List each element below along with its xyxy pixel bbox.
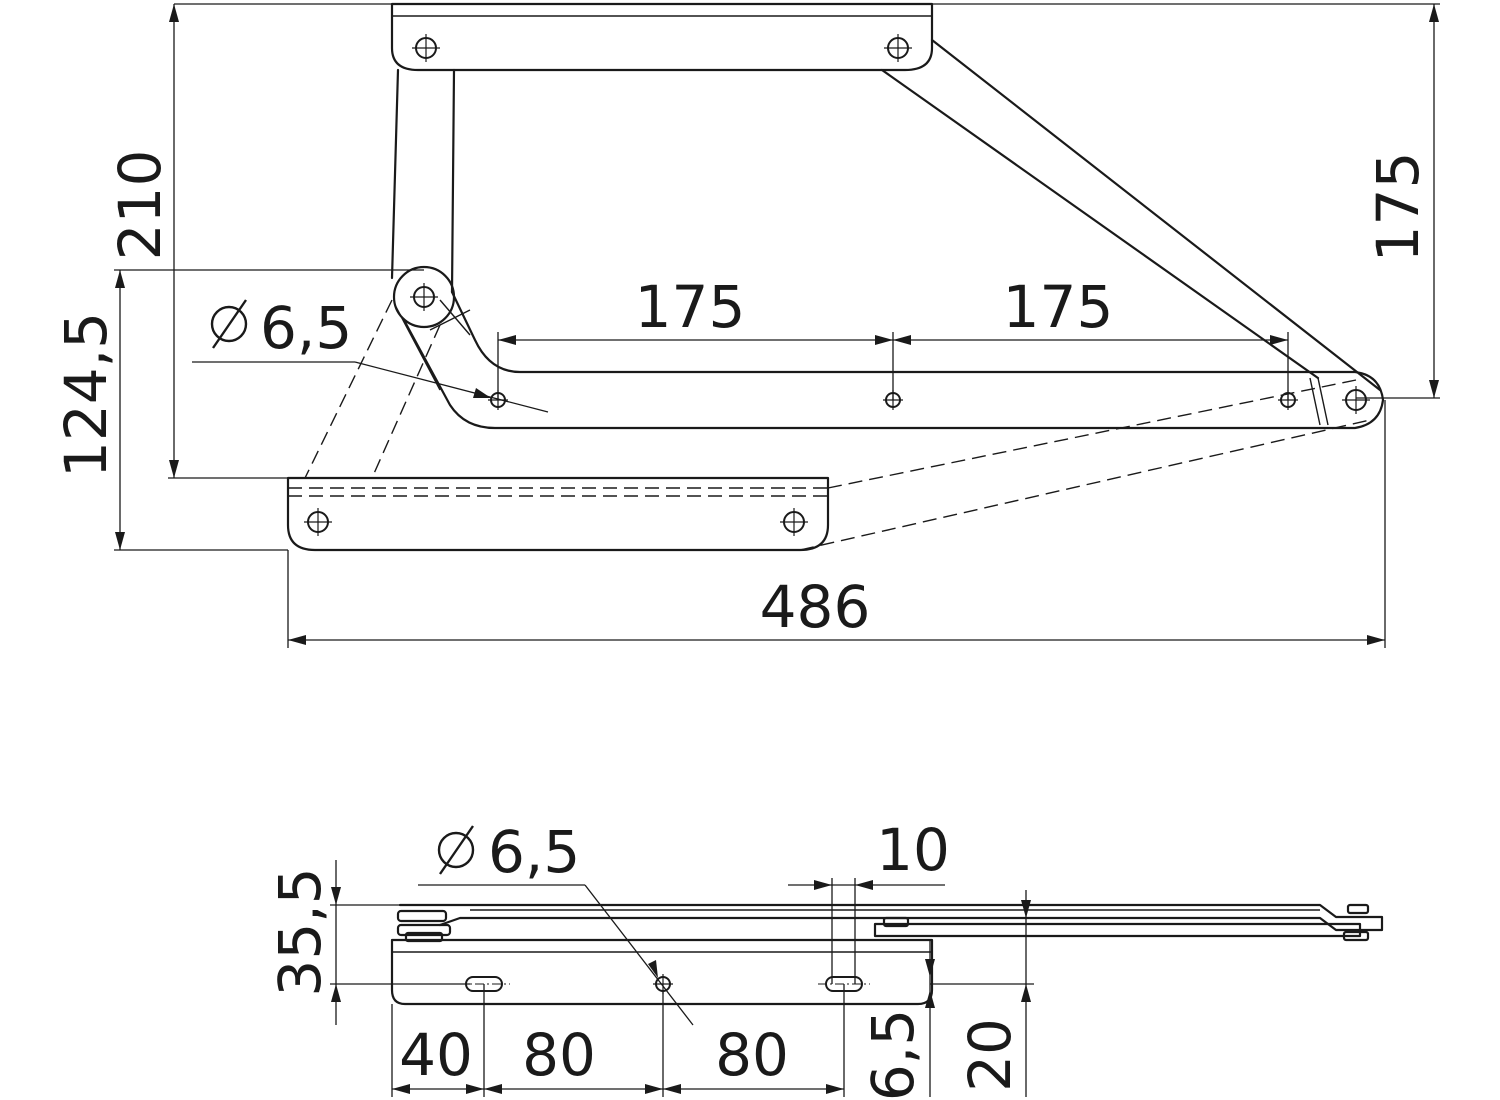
hidden-line-3 <box>827 379 1357 489</box>
upper-bar <box>398 903 1384 932</box>
dim-depth: 20 <box>956 1018 1024 1092</box>
dim-hole-diameter-top: 6,5 <box>488 818 580 886</box>
dim-height-base: 124,5 <box>52 312 120 478</box>
dim-width-total: 486 <box>760 573 871 641</box>
left-washer-top <box>396 909 448 923</box>
dim-spacing-1: 175 <box>635 273 746 341</box>
diameter-icon-top <box>437 831 475 869</box>
side-view: 210 124,5 175 175 175 486 <box>52 2 1440 648</box>
dim-slot-width: 10 <box>876 816 950 884</box>
diameter-icon <box>210 305 248 343</box>
diagonal-strut <box>880 38 1382 392</box>
dim-hole-diameter: 6,5 <box>260 294 352 362</box>
dim-height-right: 175 <box>1364 152 1432 263</box>
dim-spacing-1-top: 80 <box>522 1021 596 1089</box>
dim-offset-1: 40 <box>399 1021 473 1089</box>
dim-thickness-total: 35,5 <box>266 867 334 996</box>
top-view: 35,5 40 80 80 10 6,5 20 <box>266 816 1384 1100</box>
top-plate <box>390 2 934 72</box>
dim-spacing-2-top: 80 <box>715 1021 789 1089</box>
dim-slot-offset: 6,5 <box>859 1009 927 1100</box>
bottom-plate <box>286 476 830 552</box>
hidden-line-1 <box>304 299 393 479</box>
hidden-line-2 <box>371 324 441 479</box>
dim-spacing-2: 175 <box>1003 273 1114 341</box>
right-washer <box>1346 903 1370 915</box>
vertical-arm <box>390 68 456 294</box>
hidden-line-4 <box>799 419 1371 551</box>
lower-bar <box>873 922 1362 938</box>
dim-height-total: 210 <box>106 150 174 261</box>
bottom-plate-top-view <box>390 938 934 1006</box>
lower-arm <box>403 290 1385 430</box>
lower-arm-inner-edge <box>394 304 441 391</box>
left-washer-bottom <box>396 923 452 937</box>
